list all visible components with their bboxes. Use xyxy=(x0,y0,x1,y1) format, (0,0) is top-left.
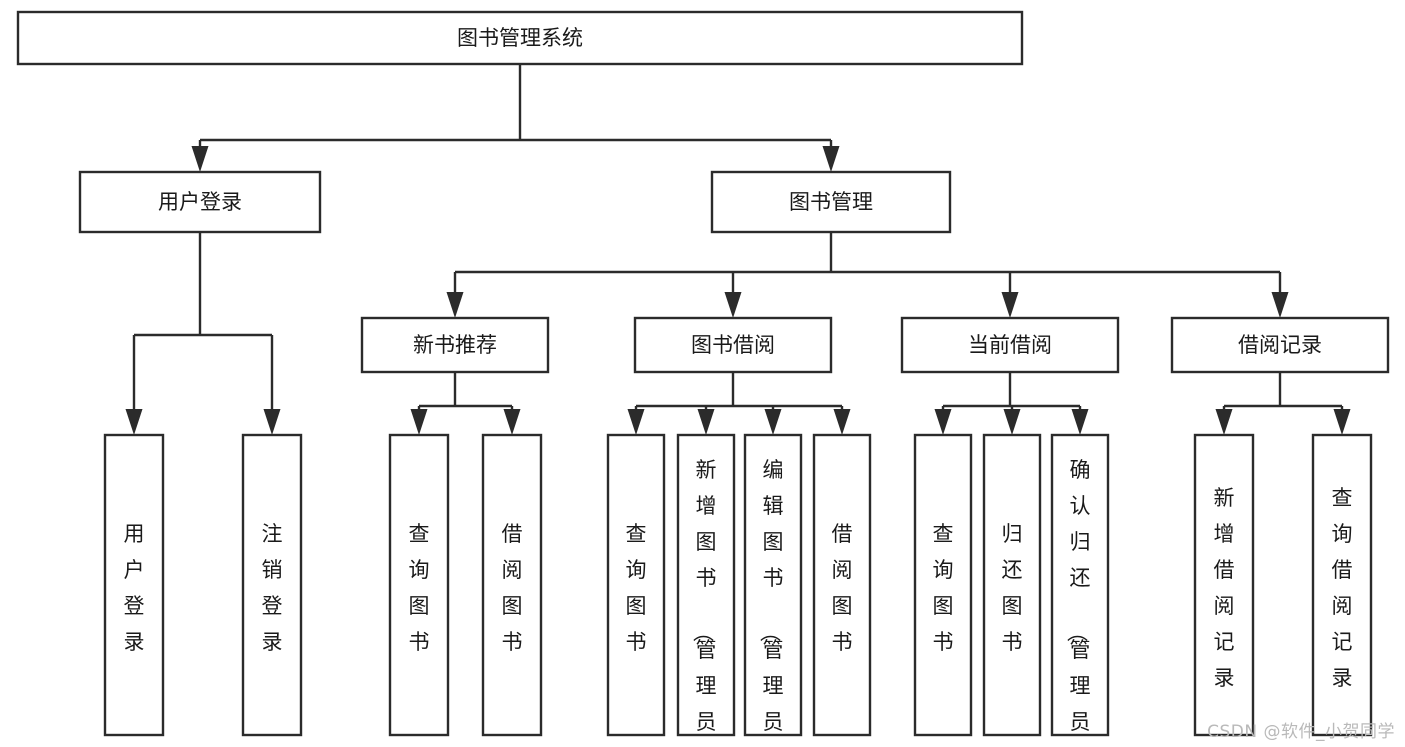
connector-layer xyxy=(125,64,1351,435)
node-label-leaf-query-book-2: 查询图书 xyxy=(626,522,647,654)
arrow-head-icon xyxy=(1001,292,1019,318)
node-new-book-recommend[interactable]: 新书推荐 xyxy=(360,316,550,374)
node-leaf-user-logout[interactable]: 注销登录 xyxy=(241,433,303,737)
node-box-leaf-query-book-3 xyxy=(913,433,973,737)
watermark-text: CSDN @软件_小贺同学 xyxy=(1207,722,1395,742)
arrow-head-icon xyxy=(446,292,464,318)
node-box-new-book-recommend xyxy=(360,316,550,374)
arrow-head-icon xyxy=(191,146,209,172)
node-user-login[interactable]: 用户登录 xyxy=(78,170,322,234)
node-leaf-confirm-return[interactable]: 确认归还（管理员） xyxy=(1050,433,1110,747)
arrow-head-icon xyxy=(833,409,851,435)
arrow-head-icon xyxy=(764,409,782,435)
node-box-leaf-query-record xyxy=(1311,433,1373,737)
node-box-book-manage xyxy=(710,170,952,234)
node-leaf-borrow-book-2[interactable]: 借阅图书 xyxy=(812,433,872,737)
arrow-head-icon xyxy=(934,409,952,435)
node-leaf-user-login[interactable]: 用户登录 xyxy=(103,433,165,737)
node-box-leaf-query-book-1 xyxy=(388,433,450,737)
node-box-leaf-user-login xyxy=(103,433,165,737)
node-box-root xyxy=(16,10,1024,66)
node-leaf-borrow-book-1[interactable]: 借阅图书 xyxy=(481,433,543,737)
node-box-leaf-return-book xyxy=(982,433,1042,737)
connector-group-current-borrow xyxy=(934,372,1089,435)
node-box-book-borrow xyxy=(633,316,833,374)
node-label-leaf-confirm-return: 确认归还（管理员） xyxy=(1065,458,1091,747)
connector-group-root xyxy=(191,64,840,172)
node-book-manage[interactable]: 图书管理 xyxy=(710,170,952,234)
node-label-leaf-add-record: 新增借阅记录 xyxy=(1214,486,1235,690)
node-leaf-query-book-1[interactable]: 查询图书 xyxy=(388,433,450,737)
node-label-current-borrow: 当前借阅 xyxy=(968,333,1052,357)
node-label-leaf-query-book-3: 查询图书 xyxy=(933,522,954,654)
arrow-head-icon xyxy=(125,409,143,435)
node-label-leaf-edit-book: 编辑图书（管理员） xyxy=(758,458,784,747)
arrow-head-icon xyxy=(1215,409,1233,435)
node-leaf-query-book-3[interactable]: 查询图书 xyxy=(913,433,973,737)
arrow-head-icon xyxy=(1271,292,1289,318)
arrow-head-icon xyxy=(503,409,521,435)
arrow-head-icon xyxy=(263,409,281,435)
arrow-head-icon xyxy=(410,409,428,435)
node-box-current-borrow xyxy=(900,316,1120,374)
node-label-leaf-user-login: 用户登录 xyxy=(124,522,145,654)
node-box-user-login xyxy=(78,170,322,234)
node-label-book-manage: 图书管理 xyxy=(789,190,873,214)
node-label-leaf-borrow-book-1: 借阅图书 xyxy=(502,522,523,654)
node-layer: 图书管理系统用户登录图书管理新书推荐图书借阅当前借阅借阅记录用户登录注销登录查询… xyxy=(16,10,1390,747)
node-label-leaf-return-book: 归还图书 xyxy=(1002,522,1023,654)
node-leaf-query-record[interactable]: 查询借阅记录 xyxy=(1311,433,1373,737)
node-root[interactable]: 图书管理系统 xyxy=(16,10,1024,66)
connector-group-new-book-recommend xyxy=(410,372,521,435)
node-box-leaf-edit-book xyxy=(743,433,803,737)
node-label-leaf-user-logout: 注销登录 xyxy=(262,522,283,654)
node-leaf-add-record[interactable]: 新增借阅记录 xyxy=(1193,433,1255,737)
node-label-leaf-query-record: 查询借阅记录 xyxy=(1332,486,1353,690)
node-label-book-borrow: 图书借阅 xyxy=(691,333,775,357)
node-leaf-query-book-2[interactable]: 查询图书 xyxy=(606,433,666,737)
arrow-head-icon xyxy=(697,409,715,435)
node-box-leaf-borrow-book-2 xyxy=(812,433,872,737)
connector-group-book-borrow xyxy=(627,372,851,435)
node-label-leaf-borrow-book-2: 借阅图书 xyxy=(832,522,853,654)
node-box-leaf-confirm-return xyxy=(1050,433,1110,737)
node-label-leaf-add-book: 新增图书（管理员） xyxy=(691,458,717,747)
arrow-head-icon xyxy=(724,292,742,318)
arrow-head-icon xyxy=(1003,409,1021,435)
node-label-new-book-recommend: 新书推荐 xyxy=(413,333,497,357)
node-leaf-return-book[interactable]: 归还图书 xyxy=(982,433,1042,737)
connector-group-borrow-record xyxy=(1215,372,1351,435)
arrow-head-icon xyxy=(627,409,645,435)
arrow-head-icon xyxy=(822,146,840,172)
arrow-head-icon xyxy=(1071,409,1089,435)
node-box-leaf-user-logout xyxy=(241,433,303,737)
node-box-leaf-add-record xyxy=(1193,433,1255,737)
node-box-borrow-record xyxy=(1170,316,1390,374)
arrow-head-icon xyxy=(1333,409,1351,435)
node-box-leaf-query-book-2 xyxy=(606,433,666,737)
node-book-borrow[interactable]: 图书借阅 xyxy=(633,316,833,374)
node-borrow-record[interactable]: 借阅记录 xyxy=(1170,316,1390,374)
node-leaf-add-book[interactable]: 新增图书（管理员） xyxy=(676,433,736,747)
node-current-borrow[interactable]: 当前借阅 xyxy=(900,316,1120,374)
node-leaf-edit-book[interactable]: 编辑图书（管理员） xyxy=(743,433,803,747)
connector-group-book-manage xyxy=(446,232,1289,318)
node-label-borrow-record: 借阅记录 xyxy=(1238,333,1322,357)
node-box-leaf-borrow-book-1 xyxy=(481,433,543,737)
node-label-user-login: 用户登录 xyxy=(158,190,242,214)
node-label-root: 图书管理系统 xyxy=(457,26,583,50)
node-label-leaf-query-book-1: 查询图书 xyxy=(409,522,430,654)
connector-group-user-login xyxy=(125,232,281,435)
node-box-leaf-add-book xyxy=(676,433,736,737)
